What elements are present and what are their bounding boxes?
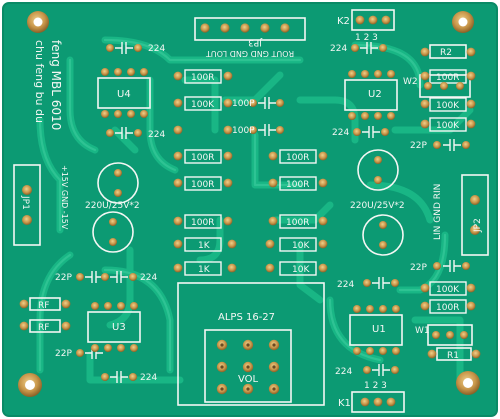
resistor-label: 100R [191, 153, 214, 163]
cap-right-label: 220U/25V*2 [350, 201, 405, 211]
jp2-label: JP2 [473, 218, 483, 233]
cap-left-label: 220U/25V*2 [85, 201, 140, 211]
brand-sub-label: chu feng bu du [33, 40, 46, 123]
c224-label: 224 [337, 280, 354, 290]
resistor-label: 100R [191, 73, 214, 83]
alps-label: ALPS 16-27 [218, 312, 275, 323]
resistor-label: 100K [436, 285, 460, 295]
silkscreen-labels: feng MBL 6010 chu feng bu du K2 1 2 3 K1… [20, 16, 483, 409]
c224-label: 224 [332, 128, 349, 138]
c100p-label: 100P [232, 99, 255, 109]
c22p-label: 22P [410, 263, 427, 273]
u3-outline [87, 311, 141, 343]
k2-pins-label: 1 2 3 [355, 33, 378, 43]
resistor-label: 100R [191, 218, 214, 228]
resistor-10k-label: 10K [292, 241, 310, 251]
resistor-10k-label: 10K [292, 265, 310, 275]
k2-label: K2 [337, 16, 350, 27]
u1-outline [349, 314, 403, 346]
resistor-label: 100K [436, 101, 460, 111]
w2-label: W2 [403, 77, 418, 87]
r1-label: R1 [447, 351, 459, 361]
brand-label: feng MBL 6010 [49, 40, 63, 130]
cap-lower-right-outline [362, 214, 404, 256]
vol-label: VOL [238, 374, 259, 385]
rf2-label: RF [38, 323, 49, 333]
jp3-label: JP3 [248, 37, 263, 47]
mounting-holes [18, 11, 480, 397]
resistor-label: 100R [286, 180, 309, 190]
c224-label: 224 [148, 130, 165, 140]
cap-right-outline [357, 149, 399, 191]
resistor-label: 100R [436, 303, 459, 313]
c224-label: 224 [140, 373, 157, 383]
k1-label: K1 [338, 398, 351, 409]
jp3-outline [194, 17, 306, 41]
jp1-label: JP1 [20, 195, 30, 210]
resistor-1k-label: 1K [198, 265, 211, 275]
c22p-label: 22P [55, 273, 72, 283]
k2-outline [351, 9, 395, 31]
c224-label: 224 [335, 367, 352, 377]
resistor-1k-label: 1K [198, 241, 211, 251]
c100p-label: 100P [232, 126, 255, 136]
resistor-label: 100R [436, 73, 459, 83]
c224-label: 224 [140, 273, 157, 283]
resistor-label: 100R [286, 218, 309, 228]
resistor-label: 100R [191, 180, 214, 190]
u1-label: U1 [372, 324, 386, 335]
jp1-pins-label: +15V GND -15V [60, 165, 69, 230]
c22p-label: 22P [410, 141, 427, 151]
u3-label: U3 [112, 322, 126, 333]
u4-outline [97, 77, 151, 109]
u2-label: U2 [368, 89, 382, 100]
u4-label: U4 [117, 89, 131, 100]
c224-label: 224 [148, 44, 165, 54]
jp2-pins-label: LIN GND RIN [433, 184, 443, 240]
u2-outline [344, 79, 398, 111]
jp3-pins-label: ROUT GND GND LOUT [206, 49, 294, 58]
jp1-outline [13, 164, 41, 246]
k1-pins-label: 1 2 3 [364, 381, 387, 391]
resistor-label: 100R [286, 153, 309, 163]
w1-label: W1 [415, 326, 430, 336]
resistor-label: 100K [436, 121, 460, 131]
w2-outline [419, 74, 471, 98]
c224-label: 224 [330, 44, 347, 54]
rf1-label: RF [38, 301, 49, 311]
resistor-label: 100K [191, 100, 215, 110]
cap-left-outline [97, 162, 139, 204]
c22p-label: 22P [55, 349, 72, 359]
vol-outline [204, 329, 292, 403]
alps-outline [177, 282, 325, 406]
jp2-outline [461, 174, 489, 256]
k1-outline [351, 391, 405, 413]
cap-lower-left-outline [92, 211, 134, 253]
w1-outline [427, 324, 473, 346]
r2-label: R2 [440, 48, 452, 58]
